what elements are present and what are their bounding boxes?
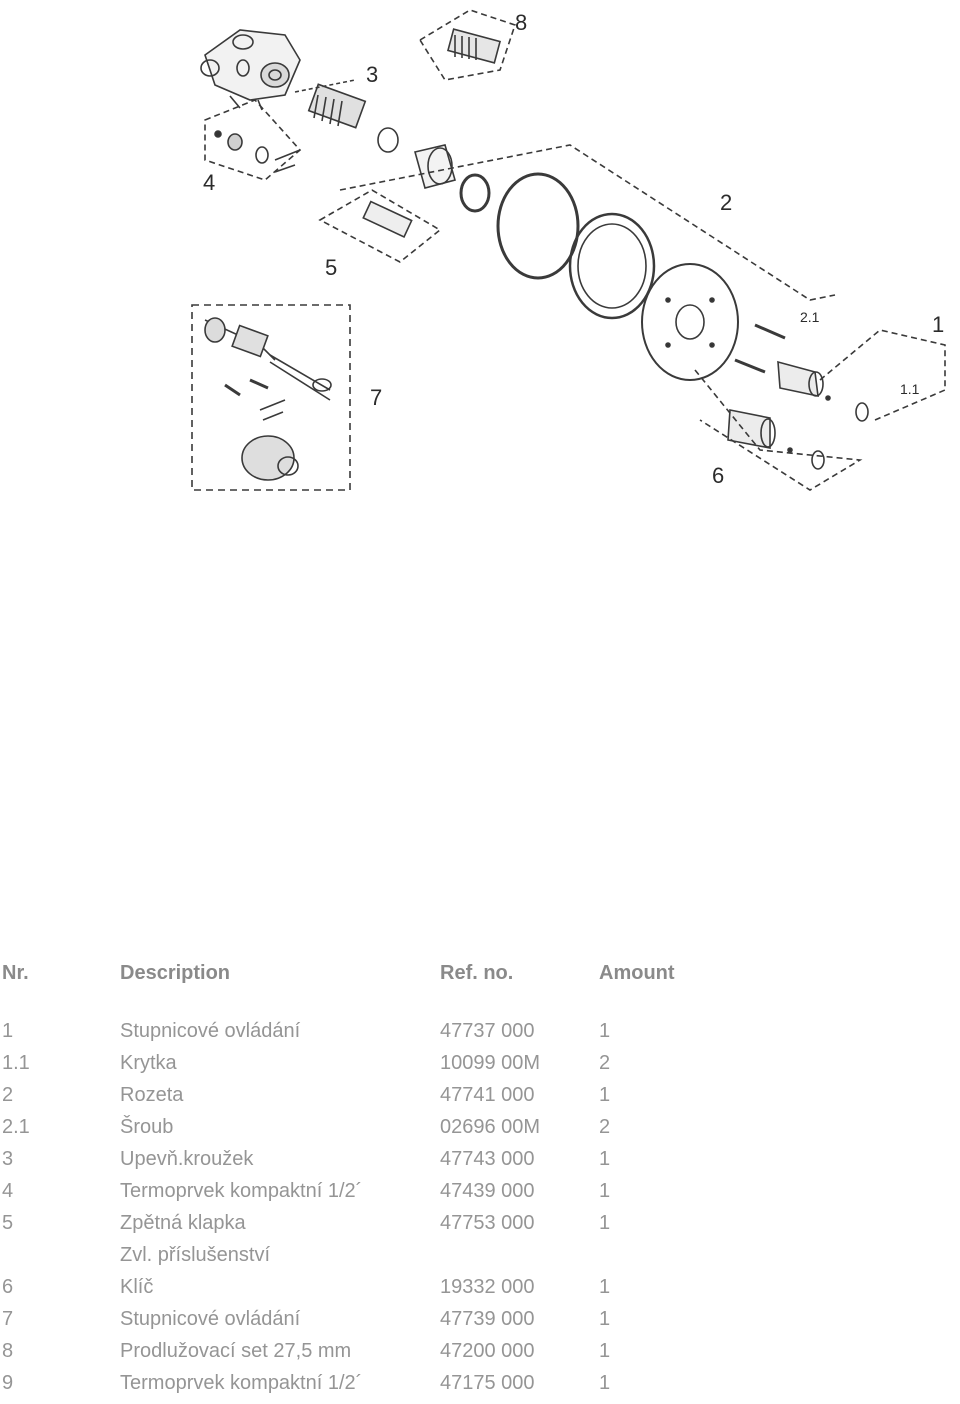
row-ref: 47200 000 bbox=[440, 1340, 535, 1362]
row-amount: 1 bbox=[599, 1084, 611, 1106]
row-amount: 2 bbox=[599, 1052, 611, 1074]
row-description: Šroub bbox=[120, 1116, 174, 1138]
table-row: 2 Rozeta 47741 000 1 bbox=[0, 1084, 960, 1116]
exploded-parts-drawing: 8 3 4 5 2 2.1 1 1.1 6 7 bbox=[191, 9, 946, 491]
rosette-plate bbox=[568, 212, 656, 320]
table-header: Nr. Description Ref. no. Amount bbox=[0, 962, 960, 992]
row-description: Rozeta bbox=[120, 1084, 184, 1106]
header-amount: Amount bbox=[599, 962, 675, 984]
callout-8: 8 bbox=[515, 10, 527, 35]
row-description: Stupnicové ovládání bbox=[120, 1020, 301, 1042]
nut bbox=[459, 173, 491, 213]
part-3-cartridge bbox=[294, 79, 367, 129]
valve-body bbox=[200, 29, 301, 111]
row-ref: 02696 00M bbox=[440, 1116, 541, 1138]
row-nr: 1 bbox=[2, 1020, 14, 1042]
cap-1-1 bbox=[855, 402, 869, 422]
part-7-group bbox=[191, 304, 351, 491]
row-amount: 1 bbox=[599, 1148, 611, 1170]
row-ref: 47741 000 bbox=[440, 1084, 535, 1106]
table-row: 4 Termoprvek kompaktní 1/2´ 47439 000 1 bbox=[0, 1180, 960, 1212]
row-amount: 1 bbox=[599, 1340, 611, 1362]
header-ref: Ref. no. bbox=[440, 962, 514, 984]
table-row: Zvl. příslušenství bbox=[0, 1244, 960, 1276]
table-row: 1 Stupnicové ovládání 47737 000 1 bbox=[0, 1020, 960, 1052]
row-amount: 1 bbox=[599, 1212, 611, 1234]
row-description: Termoprvek kompaktní 1/2´ bbox=[120, 1372, 363, 1394]
row-nr: 3 bbox=[2, 1148, 14, 1170]
table-row: 7 Stupnicové ovládání 47739 000 1 bbox=[0, 1308, 960, 1340]
row-nr: 2 bbox=[2, 1084, 14, 1106]
header-description: Description bbox=[120, 962, 231, 984]
row-description: Zvl. příslušenství bbox=[120, 1244, 271, 1266]
row-description: Upevň.kroužek bbox=[120, 1148, 254, 1170]
callout-5: 5 bbox=[325, 255, 337, 280]
row-nr: 8 bbox=[2, 1340, 14, 1362]
large-ring bbox=[496, 172, 580, 280]
row-ref: 47439 000 bbox=[440, 1180, 535, 1202]
callout-6: 6 bbox=[712, 463, 724, 488]
row-nr: 2.1 bbox=[2, 1116, 30, 1138]
row-amount: 1 bbox=[599, 1020, 611, 1042]
handle-6 bbox=[727, 409, 776, 449]
part-5-check-valve bbox=[362, 200, 413, 238]
table-row: 2.1 Šroub 02696 00M 2 bbox=[0, 1116, 960, 1148]
table-row: 5 Zpětná klapka 47753 000 1 bbox=[0, 1212, 960, 1244]
callout-1: 1 bbox=[932, 312, 944, 337]
row-ref: 47743 000 bbox=[440, 1148, 535, 1170]
row-description: Krytka bbox=[120, 1052, 177, 1074]
table-row: 8 Prodlužovací set 27,5 mm 47200 000 1 bbox=[0, 1340, 960, 1372]
row-nr: 1.1 bbox=[2, 1052, 30, 1074]
callout-4: 4 bbox=[203, 170, 215, 195]
row-ref: 47737 000 bbox=[440, 1020, 535, 1042]
cover-plate bbox=[641, 263, 739, 381]
table-row: 1.1 Krytka 10099 00M 2 bbox=[0, 1052, 960, 1084]
callout-2: 2 bbox=[720, 190, 732, 215]
row-description: Prodlužovací set 27,5 mm bbox=[120, 1340, 352, 1362]
handle-1 bbox=[777, 360, 824, 398]
row-amount: 1 bbox=[599, 1308, 611, 1330]
part-8-group bbox=[418, 9, 517, 81]
row-description: Stupnicové ovládání bbox=[120, 1308, 301, 1330]
row-nr: 4 bbox=[2, 1180, 14, 1202]
sleeve bbox=[414, 144, 456, 189]
table-row: 9 Termoprvek kompaktní 1/2´ 47175 000 1 bbox=[0, 1372, 960, 1404]
row-description: Termoprvek kompaktní 1/2´ bbox=[120, 1180, 363, 1202]
small-ring bbox=[377, 127, 399, 153]
row-amount: 2 bbox=[599, 1116, 611, 1138]
row-ref: 47175 000 bbox=[440, 1372, 535, 1394]
screw-2-1 bbox=[754, 323, 786, 340]
callout-1-1: 1.1 bbox=[900, 381, 920, 397]
row-ref: 47753 000 bbox=[440, 1212, 535, 1234]
table-row: 6 Klíč 19332 000 1 bbox=[0, 1276, 960, 1308]
row-ref: 47739 000 bbox=[440, 1308, 535, 1330]
row-amount: 1 bbox=[599, 1276, 611, 1298]
row-nr: 5 bbox=[2, 1212, 14, 1234]
row-nr: 9 bbox=[2, 1372, 14, 1394]
row-description: Klíč bbox=[120, 1276, 154, 1298]
row-amount: 1 bbox=[599, 1180, 611, 1202]
callout-2-1: 2.1 bbox=[800, 309, 820, 325]
table-row: 3 Upevň.kroužek 47743 000 1 bbox=[0, 1148, 960, 1180]
header-nr: Nr. bbox=[2, 962, 29, 984]
callout-3: 3 bbox=[366, 62, 378, 87]
row-nr: 6 bbox=[2, 1276, 14, 1298]
row-amount: 1 bbox=[599, 1372, 611, 1394]
row-nr: 7 bbox=[2, 1308, 14, 1330]
callout-7: 7 bbox=[370, 385, 382, 410]
row-description: Zpětná klapka bbox=[120, 1212, 246, 1234]
row-ref: 10099 00M bbox=[440, 1052, 541, 1074]
row-ref: 19332 000 bbox=[440, 1276, 535, 1298]
